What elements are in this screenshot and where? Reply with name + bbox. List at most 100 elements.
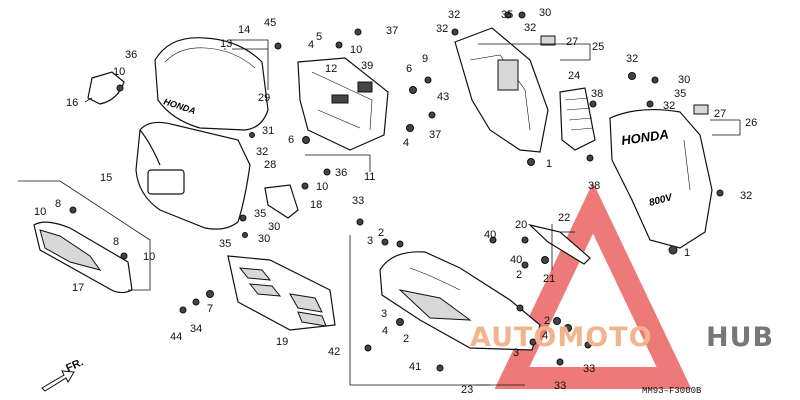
callout-2b: 2 — [403, 333, 409, 345]
callout-33c: 33 — [554, 380, 566, 392]
callout-4c: 4 — [382, 325, 388, 337]
meter-bracket — [297, 57, 389, 151]
callout-17: 17 — [72, 282, 84, 294]
callout-32e: 32 — [626, 53, 638, 65]
callout-10b: 10 — [34, 206, 46, 218]
watermark-logo — [494, 182, 692, 389]
callout-18: 18 — [310, 199, 322, 211]
callout-3a: 3 — [367, 235, 373, 247]
callout-37a: 37 — [386, 25, 398, 37]
front-direction-arrow: FR. — [41, 356, 85, 392]
callout-32c: 32 — [436, 23, 448, 35]
callout-10e: 10 — [316, 181, 328, 193]
duct-24 — [559, 87, 596, 151]
upper-cowl — [135, 121, 251, 230]
callout-32a: 32 — [256, 146, 268, 158]
callout-10c: 10 — [143, 251, 155, 263]
watermark-brand-a: AUTOMOTO — [470, 322, 653, 353]
callout-32d: 32 — [524, 22, 536, 34]
callout-9: 9 — [422, 53, 428, 65]
callout-1a: 1 — [546, 158, 552, 170]
cowl-brand-text: HONDA — [620, 126, 669, 147]
callout-13: 13 — [220, 38, 232, 50]
bracket-22 — [527, 223, 591, 265]
callout-40a: 40 — [484, 229, 496, 241]
callout-32g: 32 — [740, 190, 752, 202]
callouts: 14 13 45 36 10 16 29 31 32 28 15 10 8 8 … — [34, 7, 757, 396]
callout-7: 7 — [207, 303, 213, 315]
callout-33a: 33 — [352, 195, 364, 207]
windscreen: HONDA — [154, 37, 269, 131]
callout-2c: 2 — [516, 269, 522, 281]
watermark-brand-b: HUB — [706, 322, 774, 353]
side-panel-left — [87, 71, 125, 105]
callout-45: 45 — [264, 17, 276, 29]
callout-44: 44 — [170, 331, 182, 343]
diagram-code: MM93–F3000B — [642, 386, 702, 396]
callout-6a: 6 — [406, 63, 412, 75]
callout-30b: 30 — [258, 233, 270, 245]
callout-31: 31 — [262, 125, 274, 137]
callout-36a: 36 — [125, 49, 137, 61]
callout-3b: 3 — [381, 308, 387, 320]
callout-32b: 32 — [448, 9, 460, 21]
callout-35d: 35 — [674, 88, 686, 100]
callout-22: 22 — [558, 212, 570, 224]
callout-25: 25 — [592, 41, 604, 53]
callout-21: 21 — [543, 273, 555, 285]
inner-fairing-25 — [454, 27, 549, 153]
callout-20: 20 — [515, 219, 527, 231]
callout-34: 34 — [190, 323, 202, 335]
callout-15: 15 — [100, 172, 112, 184]
bracket-18 — [264, 184, 299, 219]
lower-cowl-23 — [379, 251, 541, 351]
callout-30d: 30 — [678, 74, 690, 86]
callout-37b: 37 — [429, 129, 441, 141]
callout-6b: 6 — [288, 134, 294, 146]
callout-2a: 2 — [378, 227, 384, 239]
watermark-text: AUTOMOTO HUB — [470, 322, 774, 353]
callout-2d: 2 — [544, 315, 550, 327]
side-cowl-26: HONDA 800V — [609, 108, 713, 249]
callout-40b: 40 — [510, 254, 522, 266]
callout-11: 11 — [364, 171, 375, 183]
callout-3c: 3 — [513, 347, 519, 359]
direction-label: FR. — [64, 356, 85, 374]
grille-19 — [227, 255, 336, 331]
callout-32f: 32 — [663, 100, 675, 112]
callout-4b: 4 — [403, 137, 409, 149]
callout-24: 24 — [568, 70, 580, 82]
callout-1b: 1 — [684, 247, 690, 259]
leader-lines — [18, 39, 741, 386]
callout-41: 41 — [409, 361, 421, 373]
callout-10d: 10 — [350, 44, 362, 56]
callout-12: 12 — [325, 63, 337, 75]
callout-4d: 4 — [542, 330, 548, 342]
callout-28: 28 — [264, 159, 276, 171]
callout-14: 14 — [238, 24, 250, 36]
callout-23: 23 — [461, 384, 473, 396]
callout-29: 29 — [258, 92, 270, 104]
callout-42: 42 — [328, 346, 340, 358]
callout-38a: 38 — [591, 88, 603, 100]
callout-33b: 33 — [583, 363, 595, 375]
callout-4a: 4 — [308, 39, 314, 51]
callout-5: 5 — [316, 31, 322, 43]
callout-36b: 36 — [335, 167, 347, 179]
callout-8a: 8 — [55, 198, 61, 210]
callout-43: 43 — [437, 91, 449, 103]
hardware — [69, 11, 724, 372]
callout-8b: 8 — [113, 236, 119, 248]
callout-27a: 27 — [566, 36, 578, 48]
callout-26: 26 — [745, 117, 757, 129]
callout-38b: 38 — [588, 180, 600, 192]
callout-19: 19 — [276, 336, 288, 348]
callout-35b: 35 — [219, 238, 231, 250]
callout-35a: 35 — [254, 208, 266, 220]
callout-35c: 35 — [501, 9, 513, 21]
callout-30a: 30 — [268, 221, 280, 233]
callout-27b: 27 — [714, 108, 726, 120]
callout-39: 39 — [361, 60, 373, 72]
callout-30c: 30 — [539, 7, 551, 19]
